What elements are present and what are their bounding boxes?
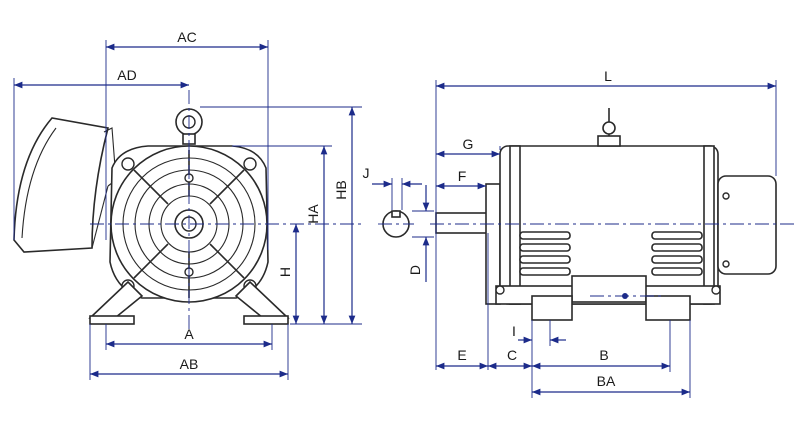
terminal-box (13, 117, 117, 253)
dim-f-label: F (458, 168, 467, 184)
cooling-slots-right (651, 231, 703, 276)
dim-a-label: A (184, 326, 194, 342)
rear-terminal-box (717, 175, 777, 275)
dim-h-label: H (277, 267, 293, 277)
dim-c-label: C (507, 347, 517, 363)
mounting-feet (88, 280, 290, 325)
dim-ab-label: AB (180, 356, 199, 372)
dim-ha-label: HA (305, 204, 321, 224)
side-view (430, 108, 796, 321)
front-view-dimensions: AC AD HB HA H A AB (13, 29, 362, 380)
dim-hb-label: HB (333, 180, 349, 199)
dim-l-label: L (604, 68, 612, 84)
dim-ad-label: AD (117, 67, 136, 83)
dim-d-label: D (407, 265, 423, 275)
dim-b-label: B (599, 347, 608, 363)
shaft (435, 212, 489, 234)
dim-ac-label: AC (177, 29, 196, 45)
dim-e-label: E (457, 347, 466, 363)
dim-i-label: I (512, 323, 516, 339)
cooling-slots-left (519, 231, 571, 276)
side-view-dimensions: L G F E C I B BA (435, 68, 777, 398)
front-view (13, 90, 362, 330)
dim-ba-label: BA (597, 373, 616, 389)
shaft-section: J D (363, 165, 434, 282)
dim-j-label: J (363, 165, 370, 181)
dim-g-label: G (463, 136, 474, 152)
